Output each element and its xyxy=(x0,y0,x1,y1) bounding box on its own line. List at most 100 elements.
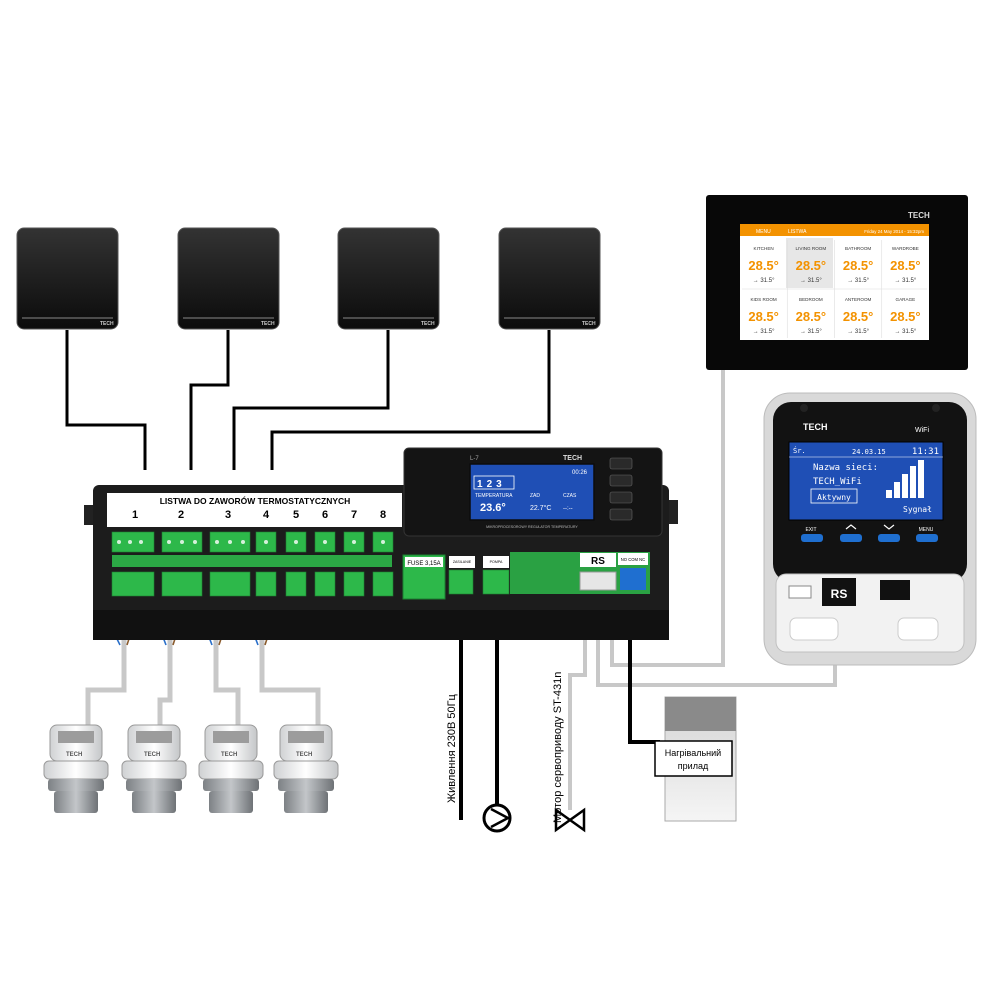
room-name: LIVING ROOM xyxy=(796,246,827,251)
lcd-czas-value: --:-- xyxy=(563,506,573,512)
panel-breadcrumb: LISTWA xyxy=(788,229,807,235)
thermostat-1: TECH xyxy=(17,228,118,329)
lcd-zad-label: ZAD xyxy=(530,493,540,499)
zone-number-3: 3 xyxy=(225,509,231,521)
panel-logo: TECH xyxy=(908,211,930,220)
room-setpoint: → 31.5° xyxy=(895,329,917,335)
wifi-logo: TECH xyxy=(803,422,828,432)
fuse-label: FUSE 3,15A xyxy=(407,561,440,567)
thermostat-4: TECH xyxy=(499,228,600,329)
actuator-logo: TECH xyxy=(66,752,82,758)
actuator-1: TECH xyxy=(44,725,108,813)
panel-date: Friday 24 May 2014 - 15:32pm xyxy=(864,229,924,234)
thermostat-logo: TECH xyxy=(100,321,114,327)
down-button[interactable] xyxy=(878,534,900,542)
room-temp: 28.5° xyxy=(843,309,874,324)
room-temp: 28.5° xyxy=(796,258,827,273)
wifi-date: 24.03.15 xyxy=(852,448,886,456)
zone-number-5: 5 xyxy=(293,509,299,521)
cable-actuator-4 xyxy=(262,640,318,725)
relay-terminal xyxy=(620,568,646,590)
controller-button-up[interactable] xyxy=(610,458,632,469)
actuator-3: TECH xyxy=(199,725,263,813)
room-temp: 28.5° xyxy=(748,258,779,273)
actuator-logo: TECH xyxy=(144,752,160,758)
room-name: KITCHEN xyxy=(754,246,774,251)
lcd-czas-label: CZAS xyxy=(563,493,577,499)
thermostat-logo: TECH xyxy=(261,321,275,327)
pump-icon xyxy=(484,805,510,831)
exit-button[interactable] xyxy=(801,534,823,542)
room-name: WARDROBE xyxy=(892,246,919,251)
strip-title: LISTWA DO ZAWORÓW TERMOSTATYCZNYCH xyxy=(160,495,351,506)
room-setpoint: → 31.5° xyxy=(847,329,869,335)
controller-button-exit[interactable] xyxy=(610,509,632,520)
heater-label-2: прилад xyxy=(678,761,709,771)
wire-thermostat-3 xyxy=(234,330,388,470)
cable-actuator-1 xyxy=(88,640,124,725)
room-thermostats: TECH TECH TECH TECH xyxy=(17,228,600,329)
pump-label: POMPA xyxy=(490,560,503,564)
room-temp: 28.5° xyxy=(796,309,827,324)
wifi-rs-label: RS xyxy=(831,587,848,601)
room-name: ANTEROOM xyxy=(845,297,872,302)
cable-actuator-3 xyxy=(216,640,238,725)
zone-number-8: 8 xyxy=(380,509,386,521)
controller-caption: MIKROPROCESOROWY REGULATOR TEMPERATURY xyxy=(486,525,578,529)
room-name: GARAGE xyxy=(896,297,916,302)
usb-port xyxy=(789,586,811,598)
controller-button-down[interactable] xyxy=(610,475,632,486)
zone-number-6: 6 xyxy=(322,509,328,521)
actuator-cables xyxy=(88,640,318,725)
room-setpoint: → 31.5° xyxy=(847,278,869,284)
room-temp: 28.5° xyxy=(890,258,921,273)
actuator-logo: TECH xyxy=(221,752,237,758)
actuator-logo: TECH xyxy=(296,752,312,758)
wifi-status: Aktywny xyxy=(817,493,851,502)
lcd-time: 00:26 xyxy=(572,470,588,476)
room-temp: 28.5° xyxy=(843,258,874,273)
lcd-temp-label: TEMPERATURA xyxy=(475,493,513,499)
panel-menu[interactable]: MENU xyxy=(756,229,771,235)
room-setpoint: → 31.5° xyxy=(753,278,775,284)
room-name: KIDS ROOM xyxy=(750,297,776,302)
zone-number-1: 1 xyxy=(132,509,138,521)
strip-rs-label: RS xyxy=(591,556,605,567)
wire-thermostat-1 xyxy=(67,330,145,470)
wifi-signal-label: Sygnał xyxy=(903,505,932,514)
nocomnc-label: NO COM NC xyxy=(621,557,645,562)
zone-number-4: 4 xyxy=(263,509,270,521)
room-name: BATHROOM xyxy=(845,246,871,251)
thermostat-3: TECH xyxy=(338,228,439,329)
room-setpoint: → 31.5° xyxy=(800,329,822,335)
room-temp: 28.5° xyxy=(890,309,921,324)
room-temp: 28.5° xyxy=(748,309,779,324)
lcd-zad-value: 22.7°C xyxy=(530,504,551,512)
servo-label: Мотор сервоприводу ST-431n xyxy=(552,672,564,823)
touch-panel: TECH MENU LISTWA Friday 24 May 2014 - 15… xyxy=(706,195,968,370)
power-label: Живлення 230В 50Гц xyxy=(446,693,458,803)
rs-socket xyxy=(580,572,616,590)
wifi-day: Śr. xyxy=(793,446,806,455)
wire-thermostat-2 xyxy=(191,330,228,470)
cable-actuator-2 xyxy=(160,640,170,725)
wifi-module: TECH WiFi Śr. 24.03.15 11:31 Nazwa sieci… xyxy=(764,393,976,665)
lcd-temp-value: 23.6° xyxy=(480,502,506,514)
wifi-badge: WiFi xyxy=(915,427,929,434)
thermostat-2: TECH xyxy=(178,228,279,329)
zone-number-2: 2 xyxy=(178,509,184,521)
menu-button[interactable] xyxy=(916,534,938,542)
wifi-line1: Nazwa sieci: xyxy=(813,463,878,473)
zone-number-7: 7 xyxy=(351,509,357,521)
room-setpoint: → 31.5° xyxy=(895,278,917,284)
room-setpoint: → 31.5° xyxy=(753,329,775,335)
controller-button-menu[interactable] xyxy=(610,492,632,503)
up-button[interactable] xyxy=(840,534,862,542)
wifi-line2: TECH_WiFi xyxy=(813,477,862,487)
supply-label: ZASILANIE xyxy=(453,560,472,564)
room-setpoint: → 31.5° xyxy=(800,278,822,284)
actuators: TECH TECH TECH TECH xyxy=(44,725,338,813)
